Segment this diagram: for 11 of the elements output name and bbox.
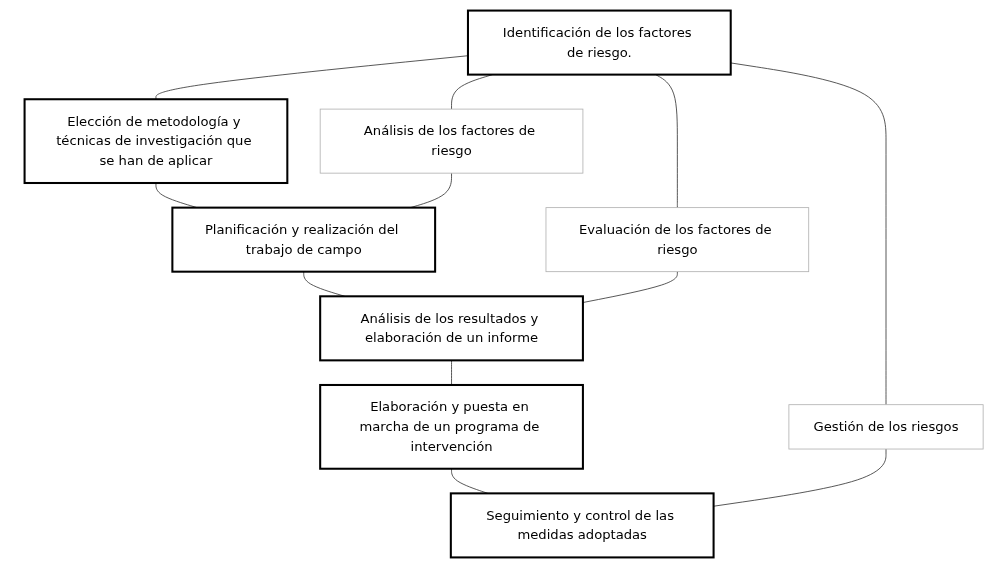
node-box: Elaboración y puesta en marcha de un programa de intervención [318, 383, 584, 470]
node-box: Evaluación de los factores de riesgo [545, 206, 809, 272]
node-box: Análisis de los factores de riesgo [319, 108, 583, 174]
node-box: Elección de metodología y técnicas de investigación que se han de aplicar [23, 97, 288, 184]
node-box: Análisis de los resultados y elaboración de un informe [318, 294, 584, 361]
node-box: Planificación y realización del trabajo de campo [171, 206, 436, 273]
connector [582, 270, 678, 303]
node-box: Gestión de los riesgos [788, 403, 984, 449]
connector [450, 359, 452, 385]
node-box: Identificación de los factores de riesgo. [466, 9, 732, 76]
node-box: Seguimiento y control de las medidas adoptadas [449, 491, 715, 558]
